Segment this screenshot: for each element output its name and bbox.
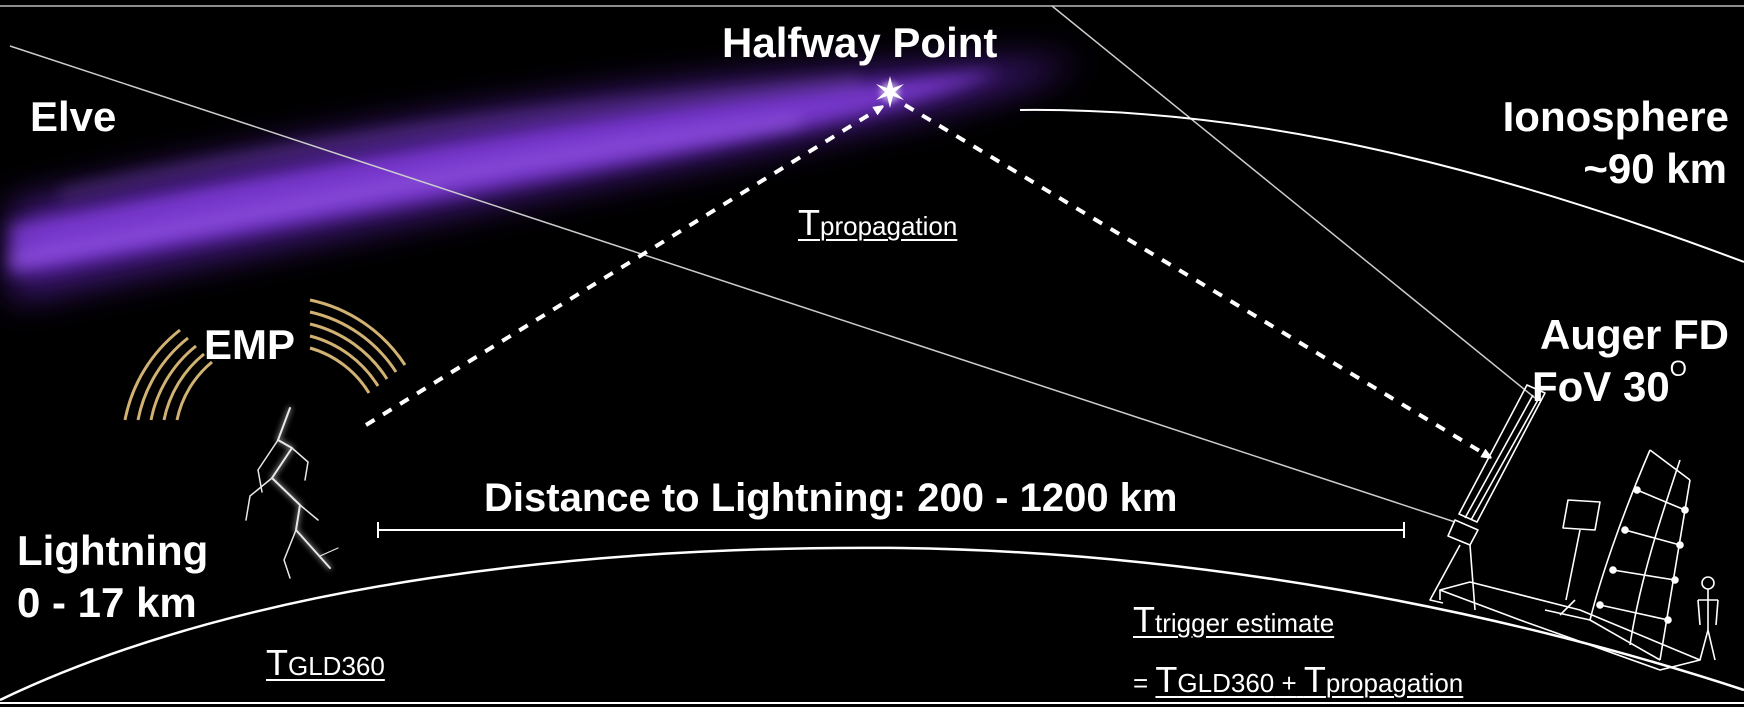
elve-label: Elve <box>30 93 117 140</box>
sum-expression: TGLD360 + Tpropagation <box>1155 662 1464 698</box>
fov-lower-line <box>9 45 1456 523</box>
plus-sign: + <box>1281 668 1297 698</box>
fov-label: FoV 30O <box>1532 358 1687 410</box>
distance-bar <box>377 522 1405 538</box>
fov-text: FoV 30 <box>1532 363 1670 410</box>
lightning-label: Lightning <box>17 527 209 574</box>
auger-fd-label: Auger FD <box>1540 311 1729 358</box>
t-subscript: trigger estimate <box>1155 608 1335 638</box>
t-symbol: T <box>266 642 288 683</box>
ionosphere-label: Ionosphere <box>1502 93 1729 140</box>
fov-degree-mark: O <box>1669 356 1687 381</box>
t-symbol: T <box>1303 659 1326 700</box>
t-subscript: propagation <box>820 211 958 241</box>
t-subscript: GLD360 <box>288 651 385 681</box>
trigger-sum-formula: = TGLD360 + Tpropagation <box>1133 662 1463 698</box>
propagation-arrow-down <box>903 103 1488 456</box>
lightning-bolt-icon <box>245 406 339 579</box>
propagation-arrow-up <box>364 108 880 427</box>
ionosphere-curve <box>1019 108 1744 263</box>
fluorescence-detector-telescope-icon <box>1429 384 1719 671</box>
t-symbol: T <box>798 202 820 243</box>
lightning-altitude-label: 0 - 17 km <box>17 579 197 626</box>
distance-label: Distance to Lightning: 200 - 1200 km <box>484 476 1178 520</box>
fov-upper-line <box>1051 5 1536 399</box>
star-burst-icon <box>876 76 904 108</box>
t-gld360-label: TGLD360 <box>266 645 385 681</box>
ionosphere-altitude-label: ~90 km <box>1583 145 1727 192</box>
t-subscript: GLD360 <box>1177 668 1275 698</box>
t-subscript: propagation <box>1325 668 1464 698</box>
emp-label: EMP <box>204 321 296 368</box>
earth-surface-curve <box>0 546 1744 702</box>
elve-glow <box>9 60 1080 300</box>
t-symbol: T <box>1133 599 1155 640</box>
halfway-point-label: Halfway Point <box>722 19 998 66</box>
t-trigger-estimate-label: Ttrigger estimate <box>1133 602 1334 638</box>
equals-sign: = <box>1133 668 1149 698</box>
t-propagation-label: Tpropagation <box>798 205 957 241</box>
t-symbol: T <box>1155 659 1178 700</box>
emp-wave-arcs <box>123 298 407 421</box>
